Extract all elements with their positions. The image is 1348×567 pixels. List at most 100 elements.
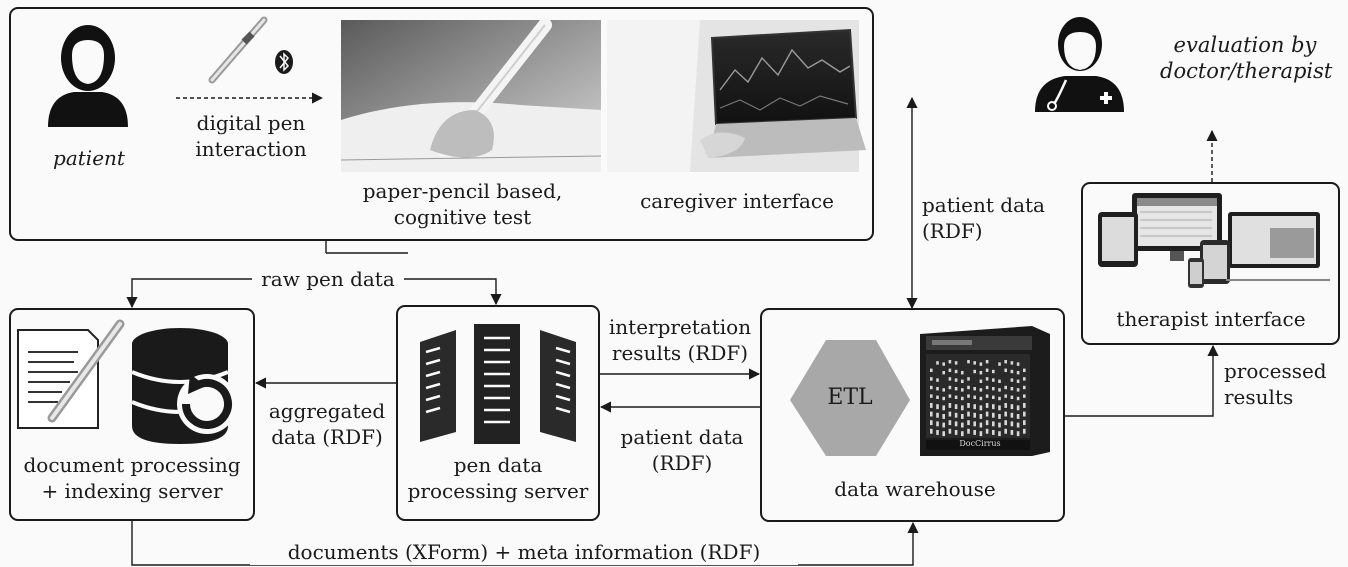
server-led [1010, 404, 1014, 410]
therapist-box [1081, 182, 1340, 345]
bluetooth-icon [275, 50, 293, 74]
server-led [973, 404, 976, 410]
pen-interaction-label: digital pen interaction [186, 110, 316, 162]
server-led [967, 420, 970, 426]
pen-interaction-line2: interaction [195, 137, 307, 161]
pen-server-label: pen data processing server [401, 452, 595, 504]
server-led [1023, 385, 1026, 390]
server-led [936, 430, 939, 435]
server-led [936, 421, 939, 427]
server-led [954, 369, 958, 374]
server-led [954, 421, 958, 427]
server-led [998, 422, 1001, 428]
server-led [979, 396, 983, 401]
server-led [954, 404, 958, 410]
server-led [936, 404, 939, 410]
server-led [930, 368, 933, 372]
arrows [126, 92, 1219, 566]
doc-server-line2: + indexing server [41, 479, 223, 503]
server-led [979, 379, 983, 383]
server-led [973, 361, 976, 365]
server-led [992, 378, 995, 382]
server-led [985, 394, 989, 398]
server-led [1016, 388, 1020, 392]
server-led [961, 422, 964, 428]
server-led [948, 411, 952, 417]
interp-line2: results (RDF) [611, 341, 749, 365]
therapist-label: therapist interface [1116, 307, 1306, 331]
server-led [954, 378, 958, 382]
server-led [954, 430, 958, 435]
server-led [961, 396, 964, 401]
server-led [1023, 377, 1026, 381]
server-led [1004, 385, 1007, 390]
server-led [936, 412, 939, 418]
server-led [1010, 387, 1014, 391]
server-led [967, 385, 970, 390]
server-led [930, 394, 933, 398]
raw-pen-label: raw pen data [261, 267, 395, 291]
server-led [979, 362, 983, 366]
server-led [985, 420, 989, 426]
digital-pen-icon [208, 16, 268, 84]
paper-pencil-photo [340, 18, 602, 172]
server-led [992, 369, 995, 374]
server-led [985, 377, 989, 381]
pen-interaction-line1: digital pen [196, 111, 306, 135]
server-led [967, 360, 970, 364]
interp-label: interpretation results (RDF) [600, 314, 760, 366]
server-led [948, 385, 952, 390]
top-panel [9, 7, 874, 241]
server-led [998, 431, 1001, 437]
server-led [1016, 431, 1020, 437]
server-led [967, 428, 970, 434]
server-led [1023, 368, 1026, 372]
paper-test-line2: cognitive test [393, 205, 532, 229]
server-led [936, 378, 939, 382]
server-led [930, 385, 933, 390]
server-led [1016, 414, 1020, 419]
server-led [998, 414, 1001, 419]
patient-data-back-line2: (RDF) [651, 451, 713, 475]
server-led [1010, 412, 1014, 418]
server-led [961, 414, 964, 419]
etl-hexagon-icon [790, 340, 910, 456]
server-led [942, 362, 945, 366]
server-led [967, 411, 970, 417]
server-led [930, 428, 933, 434]
server-led [985, 411, 989, 417]
documents-label: documents (XForm) + meta information (RD… [250, 539, 798, 565]
patient-data-vertical-label: patient data (RDF) [922, 192, 1047, 244]
aggregated-line2: data (RDF) [271, 425, 383, 449]
aggregated-label: aggregated data (RDF) [262, 398, 392, 450]
server-led [1016, 396, 1020, 401]
document-icon [17, 319, 125, 429]
server-led [1016, 405, 1020, 411]
server-led [973, 412, 976, 418]
server-led [1016, 379, 1020, 383]
server-led [1004, 403, 1007, 408]
server-led [1004, 420, 1007, 426]
server-led [1010, 430, 1014, 435]
server-led [948, 360, 952, 364]
server-led [973, 369, 976, 374]
server-led [948, 420, 952, 426]
patient-data-back-label: patient data (RDF) [612, 424, 752, 476]
server-led [998, 362, 1001, 366]
server-led [930, 377, 933, 381]
server-led [1010, 395, 1014, 399]
aggregated-line1: aggregated [268, 399, 386, 423]
server-led [985, 403, 989, 408]
server-led [973, 430, 976, 435]
server-led [930, 403, 933, 408]
server-led [985, 385, 989, 390]
server-led [1023, 428, 1026, 434]
raw-pen-left-arrow [126, 278, 252, 309]
server-led [954, 361, 958, 365]
server-led [936, 387, 939, 391]
server-led [1010, 361, 1014, 365]
server-led [973, 421, 976, 427]
doctor-icon [1035, 17, 1124, 112]
devices-icon [1098, 193, 1330, 288]
